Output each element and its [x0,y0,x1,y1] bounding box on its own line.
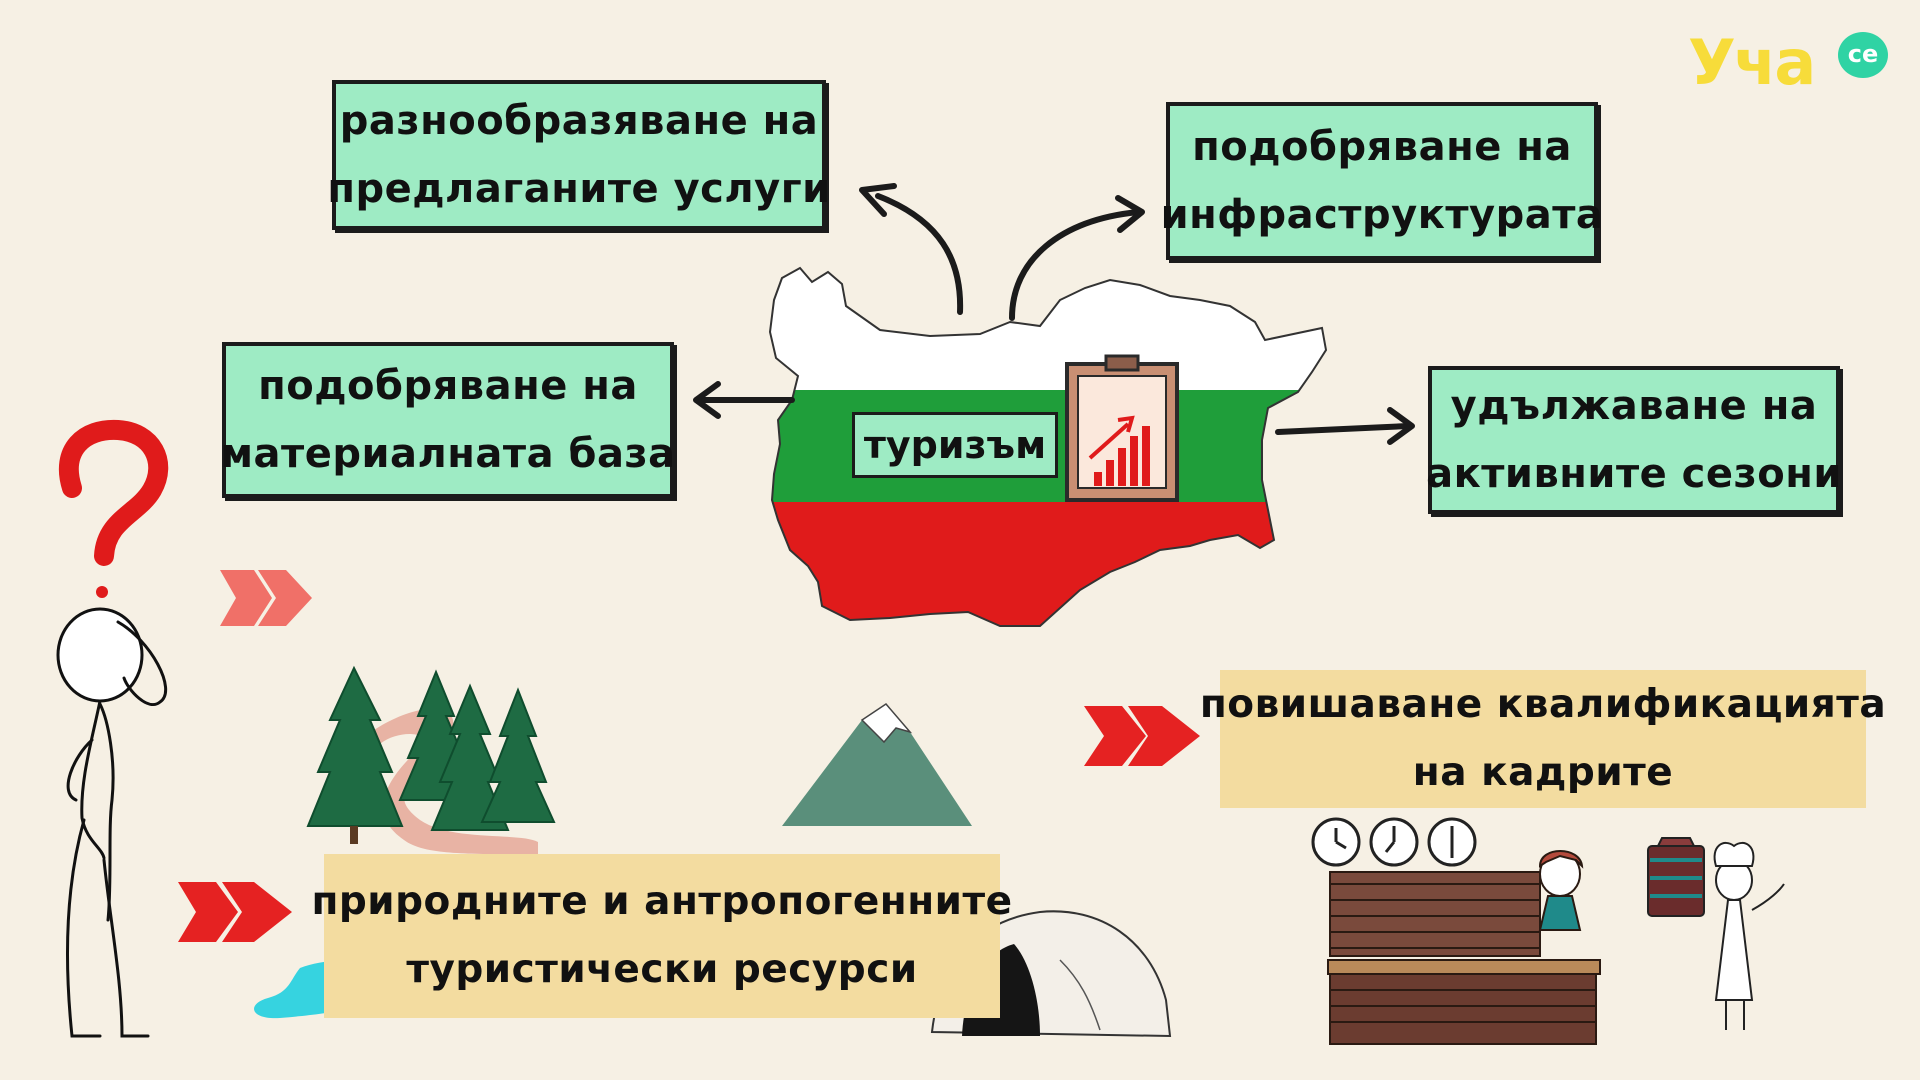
tourism-label: туризъм [852,412,1058,478]
question-mark-icon [58,419,169,598]
box-material-line2: материалната база [220,431,676,477]
box-improve-infrastructure: подобряване на инфраструктурата [1161,102,1603,260]
reception-desk-icon [1327,850,1601,1045]
pink-double-arrow [220,570,312,626]
logo-text: Уча [1688,26,1816,99]
flag-red-stripe [770,502,1326,626]
arrows-black [693,183,1415,445]
box-infrastructure-line1: подобряване на [1192,124,1572,170]
box-staff-qualification: повишаване квалификацията на кадрите [1200,670,1886,808]
logo-badge: се [1838,32,1888,78]
box-resources-line2: туристически ресурси [406,947,918,992]
thinking-person-icon [56,607,168,1038]
red-double-arrow-qualification [1084,706,1200,766]
flag-white-stripe [770,268,1326,390]
arrow-to-infrastructure [1009,209,1141,321]
box-material-line1: подобряване на [258,363,638,409]
mountain-icon [782,703,972,826]
arrow-to-diversify [875,193,964,315]
chef-with-cake-icon [1647,837,1785,1030]
box-resources-line1: природните и антропогенните [311,879,1013,924]
box-qualification-line1: повишаване квалификацията [1199,682,1887,727]
box-diversify-line2: предлаганите услуги [327,166,831,212]
box-infrastructure-line2: инфраструктурата [1160,192,1604,238]
box-improve-material-base: подобряване на материалната база [220,342,676,498]
box-diversify-services: разнообразяване на предлаганите услуги [327,80,830,230]
red-double-arrow-resources [178,882,292,942]
box-diversify-line1: разнообразяване на [339,98,819,144]
growth-chart-clipboard-icon [1065,354,1179,502]
fir-trees-icon [306,665,556,858]
logo[interactable]: Уча се [1688,18,1898,108]
arrow-to-seasons [1275,423,1411,435]
box-seasons-line2: активните сезони [1426,451,1842,497]
box-seasons-line1: удължаване на [1450,383,1818,429]
box-tourist-resources: природните и антропогенните туристически… [311,854,1012,1018]
clocks-icon [1311,817,1477,867]
box-extend-seasons: удължаване на активните сезони [1426,366,1842,514]
box-qualification-line2: на кадрите [1412,750,1674,795]
